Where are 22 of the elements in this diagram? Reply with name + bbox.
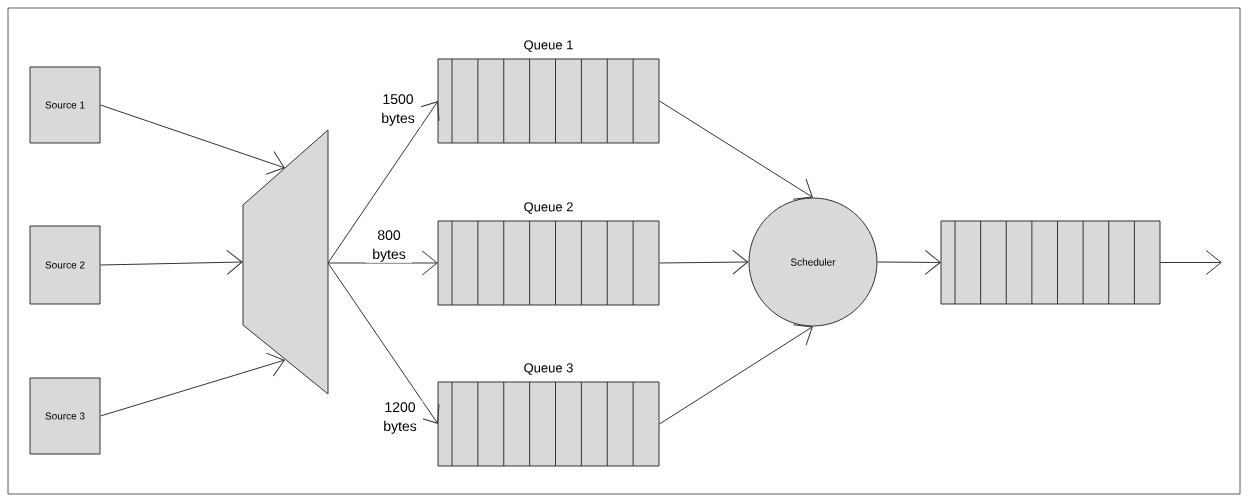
- arrow: [659, 324, 813, 425]
- multiplexer-trapezoid: [242, 129, 329, 395]
- arrow: [100, 104, 285, 175]
- arrow: [100, 352, 285, 417]
- queue-label: Queue 1: [524, 40, 573, 52]
- arrow: [1160, 250, 1222, 275]
- queue-label: Queue 3: [524, 363, 573, 375]
- edge-label: 1200 bytes: [377, 401, 423, 435]
- edge-label: 800 bytes: [366, 229, 412, 263]
- arrow: [659, 249, 749, 275]
- source-box: Source 2: [29, 225, 101, 305]
- arrow: [327, 101, 440, 264]
- arrow: [659, 100, 813, 200]
- source-box: Source 3: [29, 377, 101, 455]
- arrow: [877, 249, 941, 275]
- arrow: [327, 262, 440, 424]
- arrow: [327, 250, 438, 276]
- edge-label: 1500 bytes: [375, 93, 421, 127]
- queue-drawing: [940, 220, 1161, 305]
- source-box: Source 1: [29, 66, 101, 144]
- queue-label: Queue 2: [524, 202, 573, 214]
- arrow: [100, 249, 243, 275]
